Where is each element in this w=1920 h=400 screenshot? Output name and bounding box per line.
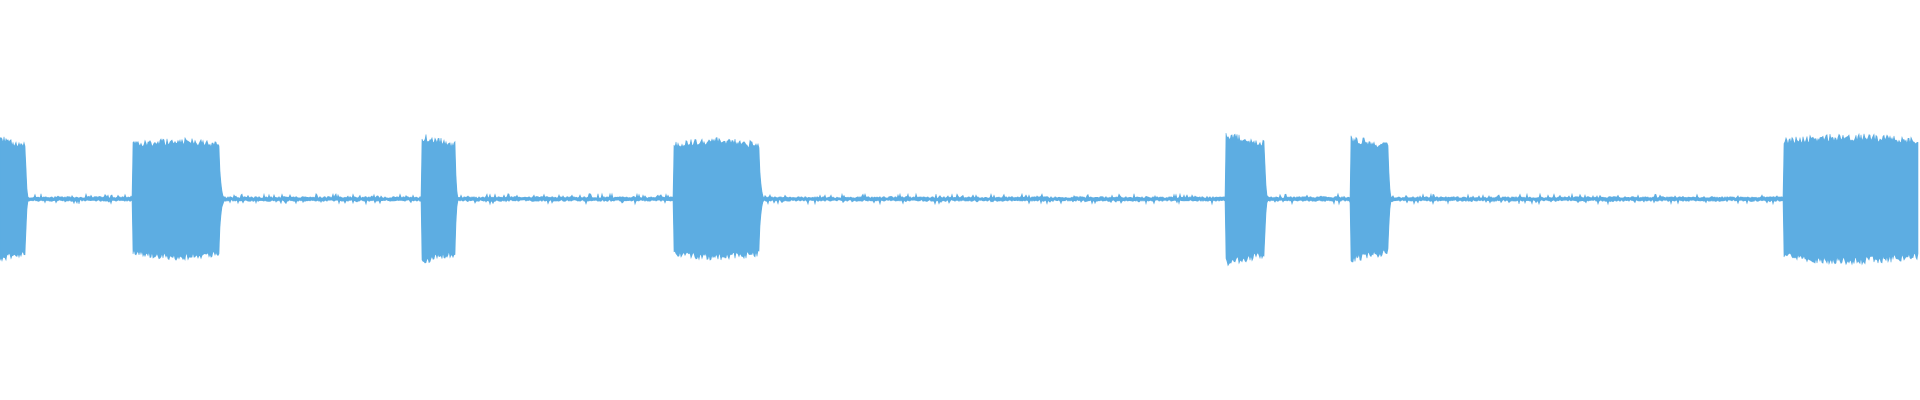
waveform-series <box>0 132 1919 267</box>
